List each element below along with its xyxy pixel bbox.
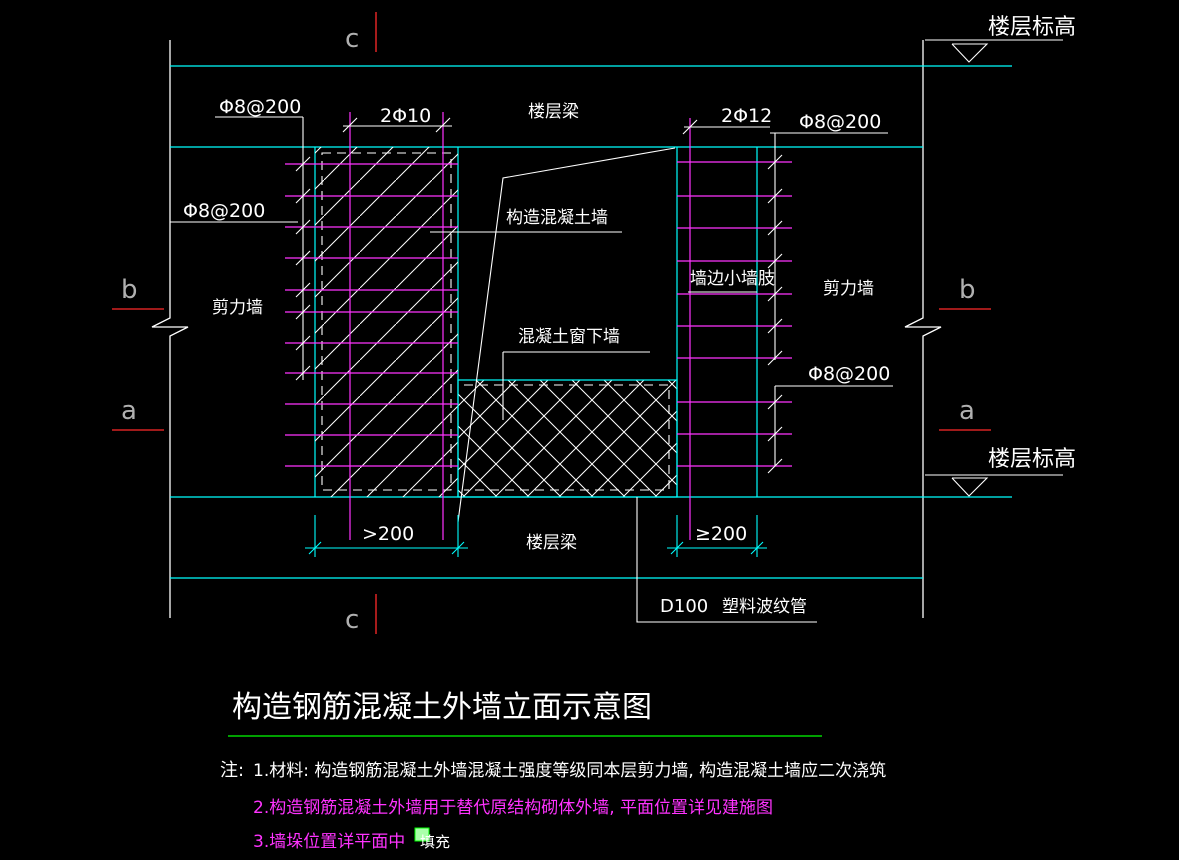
rebar-left-top: Φ8@200 bbox=[219, 96, 301, 118]
dimension-lines bbox=[305, 515, 767, 557]
rebar-left-mid: Φ8@200 bbox=[183, 200, 265, 222]
section-label-b-left: b bbox=[121, 275, 138, 305]
left-horizontal-bars bbox=[285, 163, 458, 467]
note-line-3: 3.墙垛位置详平面中 bbox=[253, 832, 405, 852]
structural-concrete-wall-label: 构造混凝土墙 bbox=[506, 208, 608, 228]
sill-wall-label: 混凝土窗下墙 bbox=[518, 327, 620, 347]
floor-beam-bottom: 楼层梁 bbox=[526, 533, 577, 553]
dimension-right: ≥200 bbox=[695, 523, 747, 545]
section-label-b-right: b bbox=[959, 275, 976, 305]
leader-lines bbox=[170, 39, 1063, 623]
bars-2phi10: 2Φ10 bbox=[380, 105, 431, 127]
shear-wall-left: 剪力墙 bbox=[212, 298, 263, 318]
wall-edge-stub-label: 墙边小墙肢 bbox=[690, 269, 775, 289]
column-stirrup-outline bbox=[321, 152, 452, 491]
sill-dashed-outline bbox=[464, 384, 670, 491]
sill-wall-hatch bbox=[458, 380, 677, 497]
rebar-right-bottom: Φ8@200 bbox=[808, 363, 890, 385]
rebar-right-top: Φ8@200 bbox=[799, 111, 881, 133]
note-line-2: 2.构造钢筋混凝土外墙用于替代原结构砌体外墙, 平面位置详见建施图 bbox=[253, 798, 773, 818]
floor-elevation-bottom: 楼层标高 bbox=[988, 447, 1076, 472]
drawing-labels: c c b b a a 楼层标高 楼层标高 楼层梁 楼层梁 剪力墙 剪力墙 Φ8… bbox=[121, 15, 1076, 852]
dimension-left: >200 bbox=[362, 523, 414, 545]
notes-prefix: 注: bbox=[220, 760, 244, 781]
section-label-a-right: a bbox=[959, 396, 975, 426]
pipe-type: 塑料波纹管 bbox=[722, 597, 807, 617]
floor-beam-top: 楼层梁 bbox=[528, 102, 579, 122]
note-line-1: 1.材料: 构造钢筋混凝土外墙混凝土强度等级同本层剪力墙, 构造混凝土墙应二次浇… bbox=[253, 761, 886, 781]
section-markers bbox=[112, 12, 991, 634]
beam-lines bbox=[170, 65, 1012, 579]
floor-elevation-top: 楼层标高 bbox=[988, 15, 1076, 40]
sill-wall-outline bbox=[457, 379, 678, 498]
left-vertical-bars bbox=[349, 112, 444, 540]
drawing-title: 构造钢筋混凝土外墙立面示意图 bbox=[232, 690, 652, 725]
section-label-c-top: c bbox=[345, 24, 359, 54]
note-line-3-tag: 填充 bbox=[420, 833, 450, 851]
outer-frame bbox=[151, 40, 942, 618]
right-horizontal-bars bbox=[677, 161, 792, 467]
bars-2phi12: 2Φ12 bbox=[721, 105, 772, 127]
section-label-c-bottom: c bbox=[345, 605, 359, 635]
right-stub bbox=[676, 147, 758, 497]
hatched-column bbox=[315, 147, 458, 497]
pipe-size: D100 bbox=[660, 596, 708, 617]
shear-wall-right: 剪力墙 bbox=[823, 279, 874, 299]
section-label-a-left: a bbox=[121, 396, 137, 426]
fill-tag-box bbox=[414, 827, 430, 842]
